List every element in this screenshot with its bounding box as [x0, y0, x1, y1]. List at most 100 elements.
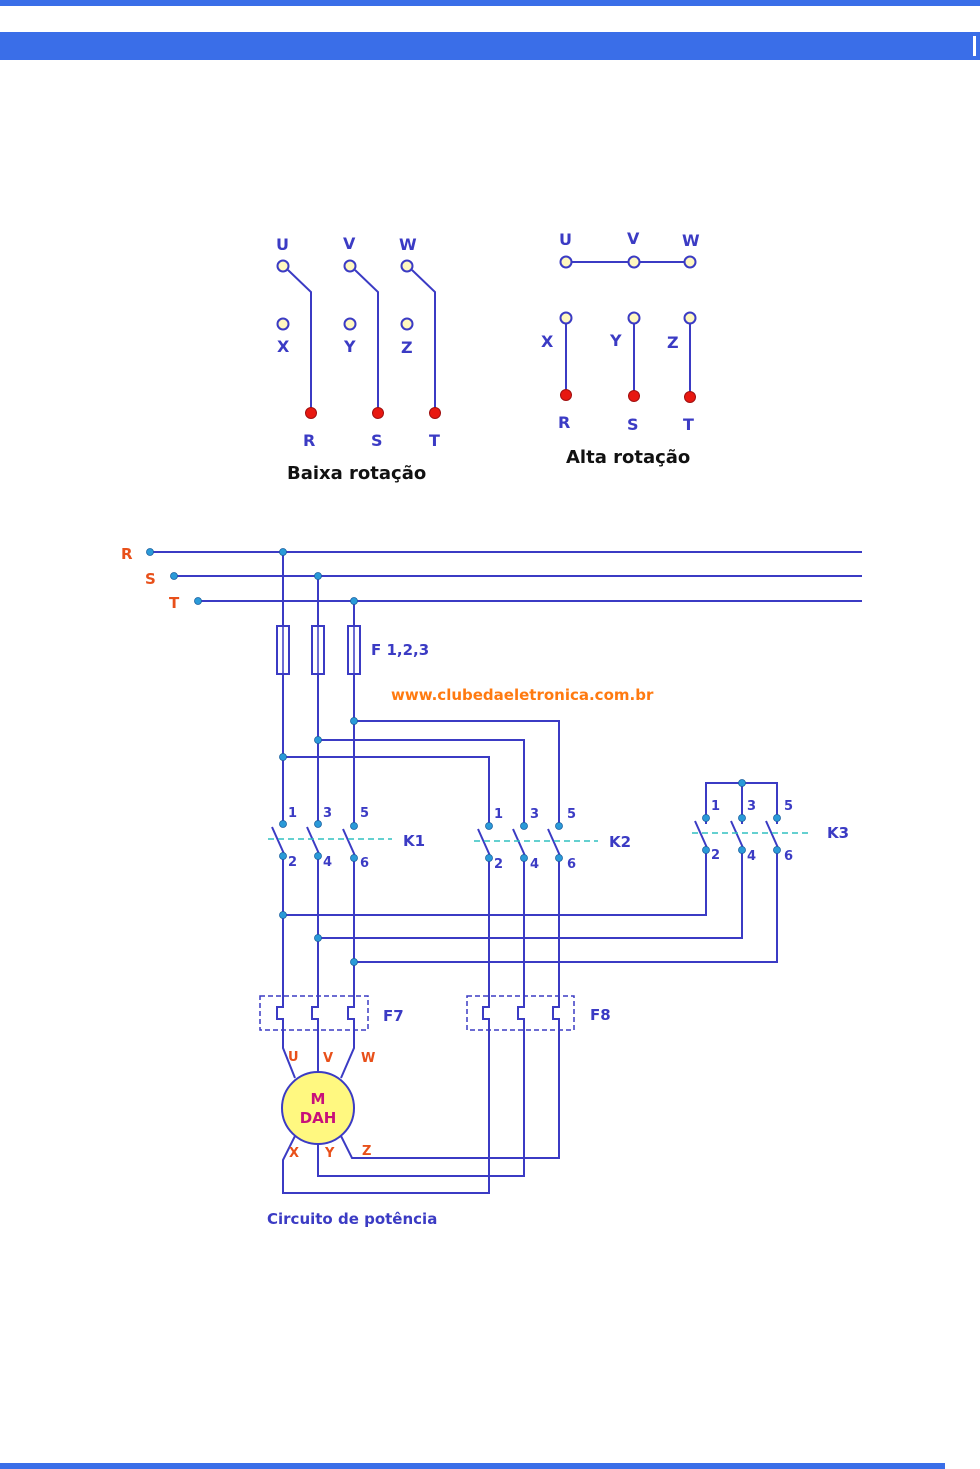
high-speed-label-s: S: [627, 415, 639, 434]
f8-element-1: [483, 996, 489, 1030]
low-speed-caption: Baixa rotação: [287, 463, 426, 484]
low-speed-label-u: U: [276, 235, 289, 254]
junction-dot: [280, 549, 287, 556]
junction-dot: [521, 823, 528, 830]
k3-terminal-4: 4: [747, 849, 756, 864]
fuse-drops: [277, 552, 360, 826]
high-speed-terminals: [561, 257, 696, 324]
supply-terminal-s: [629, 391, 640, 402]
junction-dot: [739, 847, 746, 854]
k2-terminal-2: 2: [494, 857, 503, 872]
k1-terminal-5: 5: [360, 806, 369, 821]
junction-dot: [351, 823, 358, 830]
f8-element-2: [518, 996, 524, 1030]
k2-feed-r: [283, 757, 489, 826]
junction-dot: [315, 935, 322, 942]
k1-terminal-2: 2: [288, 855, 297, 870]
low-speed-wire-u: [288, 270, 311, 410]
motor-terminal-x: X: [289, 1146, 299, 1161]
junction-dot: [351, 718, 358, 725]
terminal-w: [402, 261, 413, 272]
junction-dot: [739, 815, 746, 822]
k3-blade-2: [731, 821, 744, 850]
k1-terminal-3: 3: [323, 806, 332, 821]
k1-terminal-6: 6: [360, 856, 369, 871]
k2-blade-1: [478, 829, 491, 858]
low-speed-terminals: [278, 261, 413, 330]
overload-f7-label: F7: [383, 1007, 404, 1025]
junction-dot: [351, 598, 358, 605]
k1-blade-1: [272, 827, 285, 856]
high-speed-label-v: V: [627, 229, 640, 248]
overload-relays: [260, 996, 574, 1030]
f8-element-3: [553, 996, 559, 1030]
low-speed-wire-v: [355, 270, 378, 410]
k1-blade-3: [343, 829, 356, 858]
junction-dot: [351, 959, 358, 966]
phase-label-t: T: [169, 594, 180, 612]
motor-terminal-z: Z: [362, 1144, 371, 1159]
fuses-label: F 1,2,3: [371, 641, 429, 659]
high-speed-caption: Alta rotação: [566, 447, 690, 468]
k2-feed-t: [354, 721, 559, 826]
terminal-x: [561, 313, 572, 324]
terminal-u: [278, 261, 289, 272]
junction-dot: [315, 737, 322, 744]
low-speed-label-y: Y: [343, 337, 356, 356]
junction-dot: [280, 821, 287, 828]
motor-return-z: [341, 1030, 559, 1158]
low-speed-label-z: Z: [401, 338, 413, 357]
junction-dot: [556, 823, 563, 830]
junction-dot: [280, 754, 287, 761]
low-speed-wire-w: [412, 270, 435, 410]
low-speed-diagram: [288, 270, 435, 410]
high-speed-label-x: X: [541, 332, 554, 351]
low-speed-supply-terminals: [306, 408, 441, 419]
high-speed-label-z: Z: [667, 333, 679, 352]
junction-dot: [280, 853, 287, 860]
website-label: www.clubedaeletronica.com.br: [391, 686, 654, 704]
k1-terminal-4: 4: [323, 855, 332, 870]
contactor-k3-label: K3: [827, 824, 849, 842]
junction-dot: [521, 855, 528, 862]
motor-terminal-w: W: [361, 1051, 375, 1066]
k2-terminal-5: 5: [567, 807, 576, 822]
terminal-v: [629, 257, 640, 268]
power-circuit-caption: Circuito de potência: [267, 1210, 437, 1228]
junction-dot: [315, 573, 322, 580]
k3-blade-1: [695, 821, 708, 850]
k3-terminal-1: 1: [711, 799, 720, 814]
k2-terminal-4: 4: [530, 857, 539, 872]
motor: [282, 1072, 354, 1144]
phase-label-s: S: [145, 570, 156, 588]
k3-blade-3: [766, 821, 779, 850]
terminal-x: [278, 319, 289, 330]
motor-terminal-v: V: [323, 1051, 333, 1066]
junction-dot: [774, 815, 781, 822]
terminal-z: [402, 319, 413, 330]
contactor-k1-label: K1: [403, 832, 425, 850]
junction-dot: [486, 823, 493, 830]
supply-terminal-r: [561, 390, 572, 401]
k3-terminal-6: 6: [784, 849, 793, 864]
high-speed-label-u: U: [559, 230, 572, 249]
mechanical-links: [268, 833, 812, 841]
terminal-y: [629, 313, 640, 324]
junction-dot: [315, 821, 322, 828]
low-speed-label-w: W: [399, 235, 417, 254]
supply-terminal-s: [373, 408, 384, 419]
junction-dot: [739, 780, 746, 787]
overload-f8-label: F8: [590, 1006, 611, 1024]
terminal-u: [561, 257, 572, 268]
k3-terminal-3: 3: [747, 799, 756, 814]
high-speed-label-y: Y: [609, 331, 622, 350]
terminal-w: [685, 257, 696, 268]
terminal-z: [685, 313, 696, 324]
high-speed-label-t: T: [683, 415, 694, 434]
junction-dot: [195, 598, 202, 605]
k2-blade-2: [513, 829, 526, 858]
high-speed-label-r: R: [558, 413, 570, 432]
high-speed-diagram: [566, 262, 690, 397]
low-speed-label-r: R: [303, 431, 315, 450]
